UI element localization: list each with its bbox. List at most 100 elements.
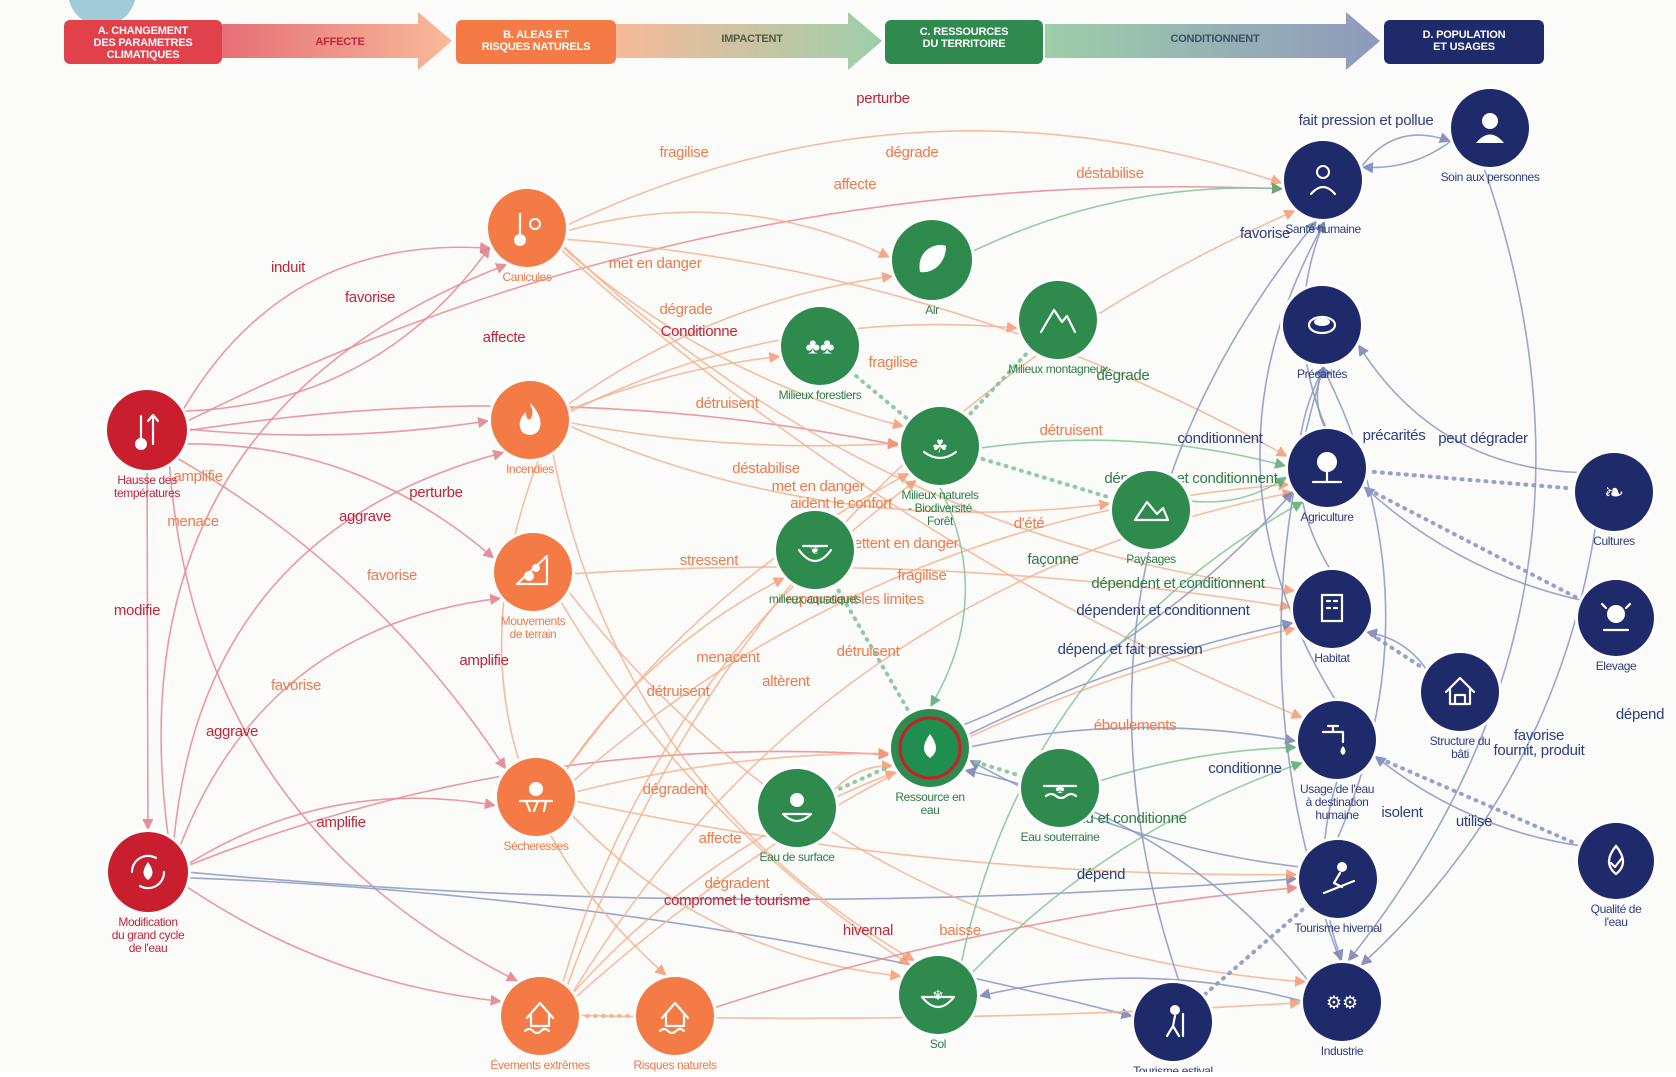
svg-text:♣♣: ♣♣: [806, 334, 835, 359]
node-label: - Biodiversité: [908, 501, 972, 515]
tree-field-icon: [1311, 452, 1343, 484]
connection-line: [830, 763, 893, 794]
node-evenements[interactable]: Évements extrêmes: [490, 974, 590, 1072]
node-label: Industrie: [1321, 1044, 1364, 1058]
node-industrie[interactable]: ⚙⚙ Industrie: [1300, 960, 1384, 1058]
node-label: Évements extrêmes: [490, 1057, 590, 1072]
node-paysages[interactable]: Paysages: [1109, 468, 1193, 566]
thermometer-sun-icon: [514, 212, 541, 246]
connection-line: [1359, 132, 1452, 169]
node-aquatiques[interactable]: ❦milieux aquatiques: [769, 508, 862, 606]
relation-label: favorise: [1240, 225, 1290, 242]
node-sante[interactable]: Santé humaine: [1281, 138, 1365, 236]
biodiversity-icon: ☘: [922, 436, 958, 460]
node-montagneux[interactable]: Milieux montagneux: [1008, 278, 1109, 376]
node-label: Air: [925, 303, 939, 317]
node-forestiers[interactable]: ♣♣Milieux forestiers: [778, 304, 862, 402]
connection-line: [1347, 166, 1537, 962]
node-label: Eau souterraine: [1021, 830, 1100, 844]
connection-line: [574, 747, 890, 793]
relation-label: éboulements: [1094, 717, 1177, 734]
node-souterraine[interactable]: ♣Eau souterraine: [1018, 746, 1102, 844]
connection-line: [1370, 753, 1580, 847]
node-precarites[interactable]: Précarités: [1280, 283, 1364, 381]
relation-label: isolent: [1381, 804, 1423, 821]
node-risques[interactable]: Risques naturels: [633, 974, 717, 1072]
connection-line: [1359, 484, 1581, 601]
node-hivernal[interactable]: Tourisme hivernal: [1294, 837, 1382, 935]
relation-label: favorise: [345, 289, 395, 306]
node-label: Forêt: [927, 514, 954, 528]
relation-label: détruisent: [1040, 422, 1104, 439]
node-qualite[interactable]: Qualité del'eau: [1575, 820, 1657, 929]
node-estival[interactable]: Tourisme estival: [1131, 980, 1215, 1077]
node-circle: [1293, 570, 1371, 648]
node-incendies[interactable]: Incendies: [488, 378, 572, 476]
node-circle: [636, 977, 714, 1055]
gears-icon: ⚙⚙: [1326, 992, 1358, 1012]
node-circle: [1298, 701, 1376, 779]
relation-label: fragilise: [660, 144, 709, 161]
house-risk-icon: [658, 1001, 690, 1035]
node-secheresses[interactable]: Sécheresses: [494, 755, 578, 853]
drought-icon: [518, 782, 554, 813]
node-elevage[interactable]: Elevage: [1575, 577, 1657, 673]
node-cultures[interactable]: ❧Cultures: [1572, 450, 1656, 548]
connection-line: [1098, 741, 1297, 783]
landscape-icon: [1133, 500, 1170, 522]
relation-label: favorise: [367, 567, 417, 584]
relation-label: dépendent et conditionnent: [1076, 602, 1250, 619]
landslide-icon: [515, 554, 549, 586]
node-circle: [1575, 453, 1653, 531]
node-canicules[interactable]: Canicules: [485, 186, 569, 284]
house-structure-icon: [1444, 676, 1476, 706]
header-box-line: DES PARAMETRES: [93, 37, 192, 49]
header-box-line: D. POPULATION: [1423, 29, 1506, 41]
connection-line: [969, 758, 1025, 779]
svg-text:❧: ❧: [1604, 479, 1624, 506]
connection-line: [1374, 755, 1582, 847]
relation-label: favorise: [271, 677, 321, 694]
corner-decoration: [68, 0, 136, 26]
node-agriculture[interactable]: Agriculture: [1285, 426, 1369, 524]
node-circle: [899, 956, 977, 1034]
connection-line: [185, 885, 502, 1006]
connection-line: [559, 599, 911, 966]
node-surface[interactable]: Eau de surface: [755, 766, 839, 864]
node-sol[interactable]: ❄Sol: [896, 953, 980, 1051]
node-label: Structure du: [1430, 734, 1491, 748]
node-air[interactable]: Air: [889, 217, 975, 317]
node-label: bâti: [1451, 747, 1469, 761]
relation-label: fragilise: [898, 567, 947, 584]
header-arrow-impactent: IMPACTENT: [615, 12, 882, 70]
connection-line: [960, 501, 1304, 964]
water-quality-icon: [1607, 844, 1625, 876]
node-habitat[interactable]: Habitat: [1290, 567, 1374, 665]
connection-line: [978, 977, 1304, 1003]
wheat-icon: ❧: [1604, 479, 1624, 506]
node-circle: [1421, 653, 1499, 731]
connection-line: [1361, 138, 1454, 174]
node-circle: [497, 758, 575, 836]
connection-line: [979, 456, 1116, 501]
connection-line: [1363, 469, 1574, 491]
header-box-a: A. CHANGEMENT DES PARAMETRES CLIMATIQUES: [64, 20, 222, 64]
node-circle: [1112, 471, 1190, 549]
relation-label: perturbe: [856, 90, 909, 107]
surface-water-icon: [781, 793, 813, 823]
node-soin[interactable]: Soin aux personnes: [1441, 86, 1540, 184]
node-label: Santé humaine: [1285, 222, 1361, 236]
node-circle: [1019, 281, 1097, 359]
connection-line: [182, 246, 491, 412]
livestock-icon: [1600, 602, 1632, 632]
relation-label: met en danger: [609, 255, 702, 272]
connection-line: [181, 242, 492, 412]
